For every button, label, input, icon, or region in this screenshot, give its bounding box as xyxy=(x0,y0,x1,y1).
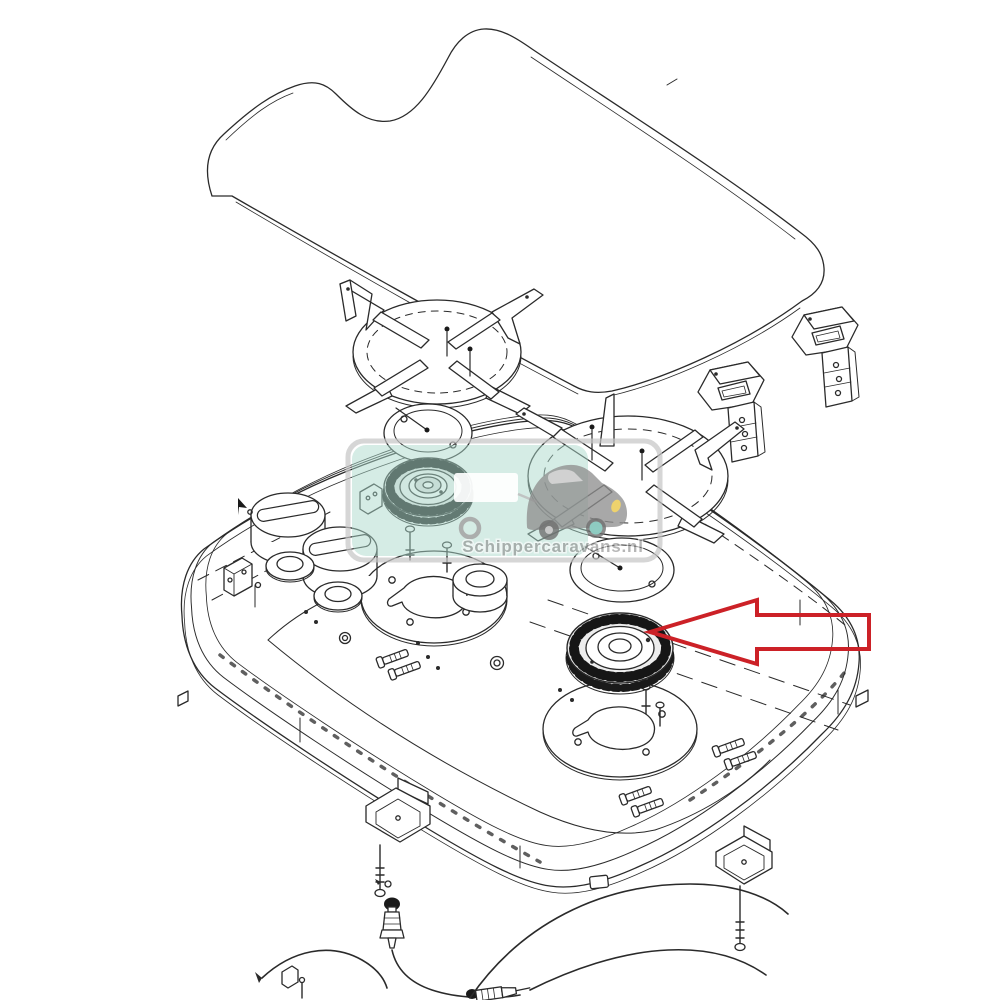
knob-bezel-1 xyxy=(265,551,315,583)
mounting-bracket-left xyxy=(223,557,262,597)
burner-base-plate-right xyxy=(542,680,698,781)
gas-valve-right xyxy=(791,306,860,408)
watermark-front-wheel xyxy=(589,521,603,535)
watermark-caravan-wheel xyxy=(458,516,482,540)
igniter-electrode xyxy=(379,897,405,949)
thermocouple-electrode xyxy=(466,986,531,1000)
bolt-right xyxy=(734,885,746,952)
bolt-left xyxy=(374,844,386,898)
arrow-outline xyxy=(643,597,871,667)
watermark-car-window xyxy=(548,469,583,484)
pan-support-left xyxy=(339,279,544,415)
watermark: Schippercaravans.nl xyxy=(345,438,663,563)
knob-bezel-2 xyxy=(313,581,363,613)
burner-ring-right xyxy=(565,612,675,695)
burner-cup xyxy=(452,563,508,613)
watermark-border xyxy=(345,438,663,563)
watermark-rear-hub xyxy=(545,526,553,534)
glass-lid xyxy=(206,28,825,397)
callout-arrow xyxy=(643,597,871,667)
cursor-mark xyxy=(238,498,253,515)
burner-cap-right xyxy=(569,537,675,603)
watermark-caravan xyxy=(454,473,518,502)
foot-bracket-right xyxy=(715,825,773,885)
watermark-headlight xyxy=(611,499,621,513)
watermark-text: Schippercaravans.nl xyxy=(462,537,644,556)
ignition-lead-2 xyxy=(281,874,789,999)
foot-bracket-left xyxy=(365,777,431,843)
deck-screws-and-rings xyxy=(304,610,574,702)
clip-small xyxy=(375,879,392,888)
